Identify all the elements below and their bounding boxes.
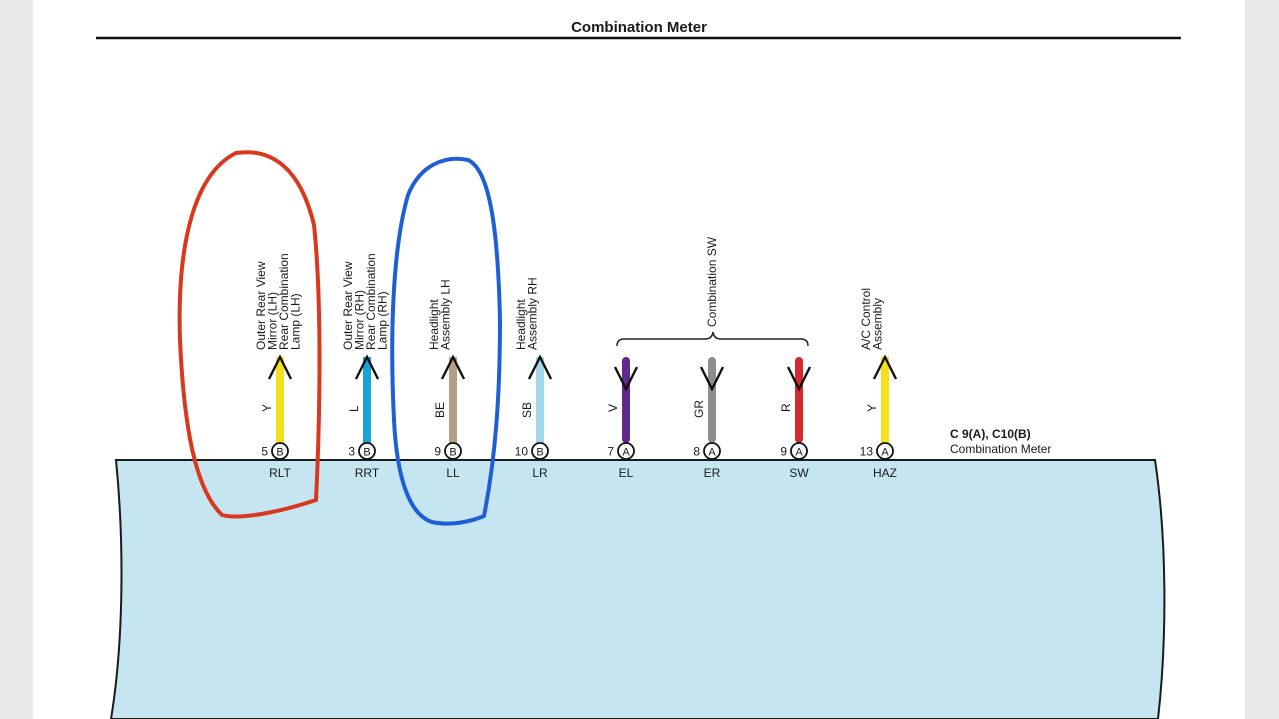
combination-sw-label: Combination SW: [705, 236, 719, 327]
wire-ll-pin-number: 9: [434, 445, 441, 459]
wire-lr-bar: [536, 357, 544, 443]
wire-haz-destination-line: A/C Control: [859, 288, 873, 350]
combination-meter-body: [109, 459, 1166, 719]
wire-rrt-destination-line: Rear Combination: [364, 253, 378, 350]
wire-rlt-destination-line: Rear Combination: [277, 253, 291, 350]
wire-sw-bar: [795, 357, 803, 443]
wire-ll-color-code: BE: [433, 402, 447, 418]
wire-haz-terminal-code: HAZ: [873, 466, 897, 480]
wire-ll-connector-circle: [444, 442, 462, 460]
wire-ll-terminal-code: LL: [446, 466, 460, 480]
wire-el-connector-letter: A: [622, 447, 630, 459]
wire-rlt-color-code: Y: [260, 404, 274, 412]
blue-annotation-circle: [390, 156, 503, 526]
wire-lr-arrow-up: [527, 354, 553, 380]
wire-haz-color-code: Y: [865, 404, 879, 412]
wire-rrt-destination-line: Lamp (RH): [376, 291, 390, 350]
wire-haz-destination-line: Assembly: [871, 298, 885, 350]
wire-rlt-arrow-up: [267, 354, 293, 380]
wire-haz-pin-number: 13: [860, 445, 874, 459]
wire-rrt-bar: [363, 357, 371, 443]
red-annotation-circle: [177, 150, 322, 519]
wire-lr-terminal-code: LR: [532, 466, 548, 480]
wire-ll-destination-line: Headlight: [427, 299, 441, 350]
wire-el-color-code: V: [606, 404, 620, 412]
wire-er-terminal-code: ER: [704, 466, 721, 480]
wire-rrt-destination-line: Outer Rear View: [341, 261, 355, 350]
wire-ll-arrow-up: [440, 354, 466, 380]
wire-rlt-terminal-code: RLT: [269, 466, 291, 480]
wire-el-pin-number: 7: [607, 445, 614, 459]
wire-lr-pin-number: 10: [515, 445, 529, 459]
wire-lr-destination-line: Assembly RH: [526, 277, 540, 350]
wire-rrt-pin-number: 3: [348, 445, 355, 459]
wire-ll-bar: [449, 357, 457, 443]
wire-er-arrow-down: [699, 366, 725, 392]
wire-haz-connector-letter: A: [881, 447, 889, 459]
page-title: Combination Meter: [571, 19, 707, 36]
wire-el-bar: [622, 357, 630, 443]
wire-el-terminal-code: EL: [619, 466, 634, 480]
wire-el-connector-circle: [617, 442, 635, 460]
wire-haz-connector-circle: [876, 442, 894, 460]
wire-ll-destination-line: Assembly LH: [439, 279, 453, 350]
wire-sw-connector-letter: A: [795, 447, 803, 459]
wire-rrt-destination-line: Mirror (RH): [353, 290, 367, 350]
connector-id: C 9(A), C10(B): [950, 427, 1031, 441]
wire-rlt-destination-line: Lamp (LH): [289, 293, 303, 350]
wire-rlt-connector-circle: [271, 442, 289, 460]
wire-er-connector-circle: [703, 442, 721, 460]
wire-rlt-destination-line: Mirror (LH): [266, 292, 280, 350]
wire-sw-connector-circle: [790, 442, 808, 460]
connector-name: Combination Meter: [950, 442, 1051, 456]
wire-rlt-pin-number: 5: [261, 445, 268, 459]
wire-sw-arrow-down: [786, 366, 812, 392]
wire-haz-bar: [881, 357, 889, 443]
wire-rrt-terminal-code: RRT: [355, 466, 380, 480]
wire-rrt-arrow-up: [354, 354, 380, 380]
wire-rlt-destination-line: Outer Rear View: [254, 261, 268, 350]
wire-sw-pin-number: 9: [780, 445, 787, 459]
wire-rlt-bar: [276, 357, 284, 443]
wire-er-pin-number: 8: [693, 445, 700, 459]
wire-er-bar: [708, 357, 716, 443]
wire-haz-arrow-up: [872, 354, 898, 380]
wire-rrt-connector-letter: B: [363, 447, 370, 459]
wire-er-connector-letter: A: [708, 447, 716, 459]
wire-lr-color-code: SB: [520, 402, 534, 418]
combination-sw-bracket: [616, 331, 809, 347]
wire-lr-connector-circle: [531, 442, 549, 460]
wire-rrt-connector-circle: [358, 442, 376, 460]
wire-sw-terminal-code: SW: [789, 466, 809, 480]
wire-lr-connector-letter: B: [536, 447, 543, 459]
wire-el-arrow-down: [613, 366, 639, 392]
wire-rrt-color-code: L: [347, 405, 361, 412]
wire-er-color-code: GR: [692, 400, 706, 418]
wire-sw-color-code: R: [779, 403, 793, 412]
wire-lr-destination-line: Headlight: [514, 299, 528, 350]
wire-rlt-connector-letter: B: [276, 447, 283, 459]
wire-ll-connector-letter: B: [449, 447, 456, 459]
